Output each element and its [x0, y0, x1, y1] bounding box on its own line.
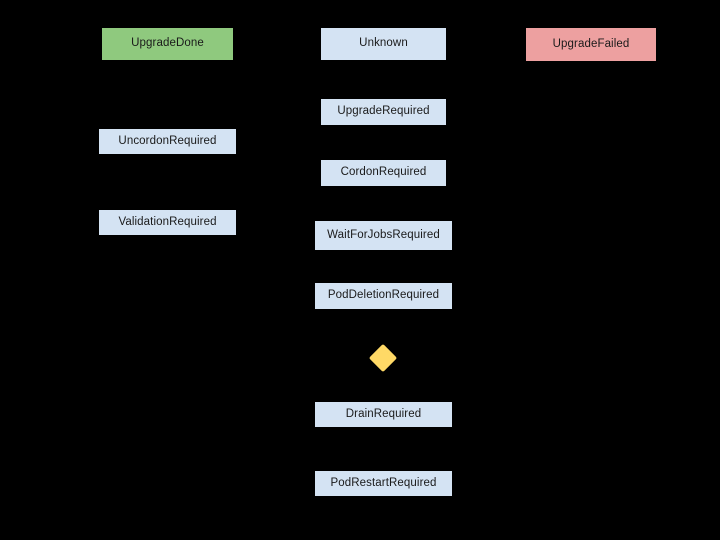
- node-drain-required[interactable]: DrainRequired: [315, 402, 452, 427]
- node-upgrade-done[interactable]: UpgradeDone: [102, 28, 233, 60]
- node-cordon-required[interactable]: CordonRequired: [321, 160, 446, 186]
- node-upgrade-failed[interactable]: UpgradeFailed: [526, 28, 656, 61]
- node-uncordon-required[interactable]: UncordonRequired: [99, 129, 236, 154]
- node-unknown[interactable]: Unknown: [321, 28, 446, 60]
- node-pod-restart-required[interactable]: PodRestartRequired: [315, 471, 452, 496]
- node-pod-deletion-required[interactable]: PodDeletionRequired: [315, 283, 452, 309]
- node-wait-for-jobs-required[interactable]: WaitForJobsRequired: [315, 221, 452, 250]
- decision-diamond-icon[interactable]: [368, 343, 398, 373]
- node-upgrade-required[interactable]: UpgradeRequired: [321, 99, 446, 125]
- node-validation-required[interactable]: ValidationRequired: [99, 210, 236, 235]
